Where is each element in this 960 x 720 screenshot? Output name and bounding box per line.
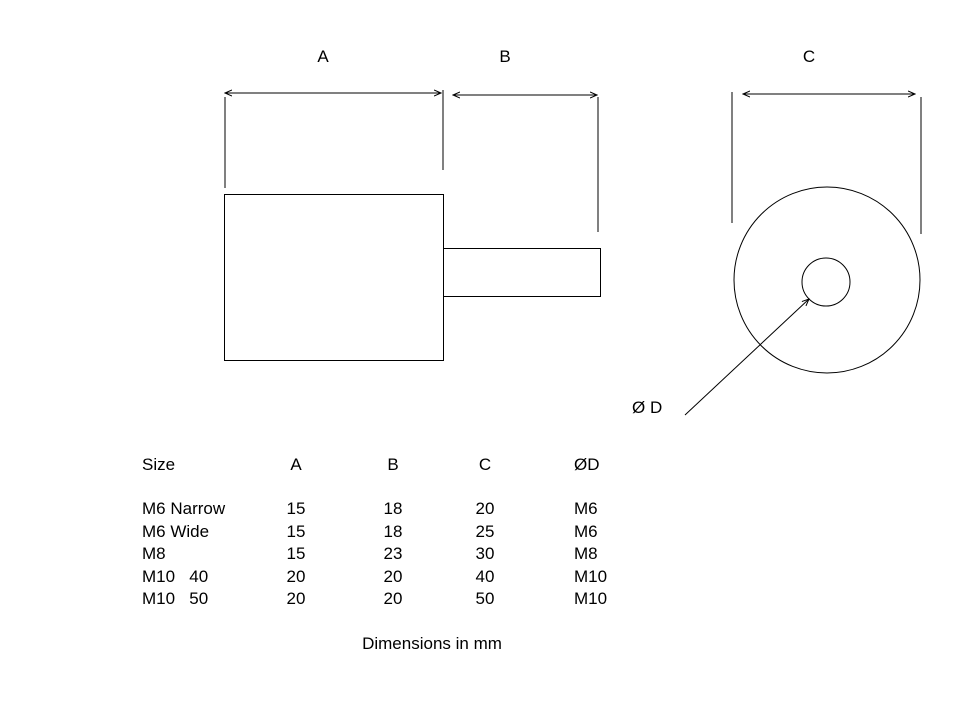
dimension-label-a: A (317, 47, 329, 66)
cell-size: M10 50 (142, 589, 209, 608)
cell-d: M10 (574, 589, 608, 608)
leader-arrow-d (684, 299, 809, 416)
cell-b: 18 (383, 499, 403, 518)
cell-size: M6 Narrow (142, 499, 226, 518)
units-note: Dimensions in mm (362, 634, 502, 653)
cell-d: M10 (574, 566, 608, 586)
header-d: ØD (574, 455, 600, 474)
cell-size: M10 40 (142, 566, 209, 586)
header-size: Size (142, 455, 176, 474)
cell-b: 18 (383, 521, 403, 541)
cell-a: 15 (286, 499, 306, 518)
cell-c: 30 (475, 544, 495, 563)
body-end-view (733, 186, 921, 374)
cell-c: 40 (475, 566, 495, 586)
header-c: C (478, 455, 492, 474)
cell-b: 20 (383, 566, 403, 586)
cell-b: 20 (383, 589, 403, 608)
cell-size: M6 Wide (142, 521, 210, 541)
cell-d: M6 (574, 521, 598, 541)
body-side-view (224, 194, 444, 361)
cell-size: M8 (142, 544, 166, 563)
cell-b: 23 (383, 544, 403, 563)
dimension-label-d: Ø D (632, 398, 663, 417)
dimension-label-b: B (499, 47, 511, 66)
cell-c: 20 (475, 499, 495, 518)
header-b: B (387, 455, 399, 474)
cell-a: 20 (286, 566, 306, 586)
cell-d: M6 (574, 499, 598, 518)
cell-d: M8 (574, 544, 598, 563)
header-a: A (290, 455, 302, 474)
stud-side-view (443, 248, 601, 297)
cell-a: 15 (286, 544, 306, 563)
dimension-label-c: C (802, 47, 816, 66)
cell-a: 20 (286, 589, 306, 608)
thread-hole-end-view (801, 257, 851, 307)
cell-c: 25 (475, 521, 495, 541)
cell-c: 50 (475, 589, 495, 608)
cell-a: 15 (286, 521, 306, 541)
